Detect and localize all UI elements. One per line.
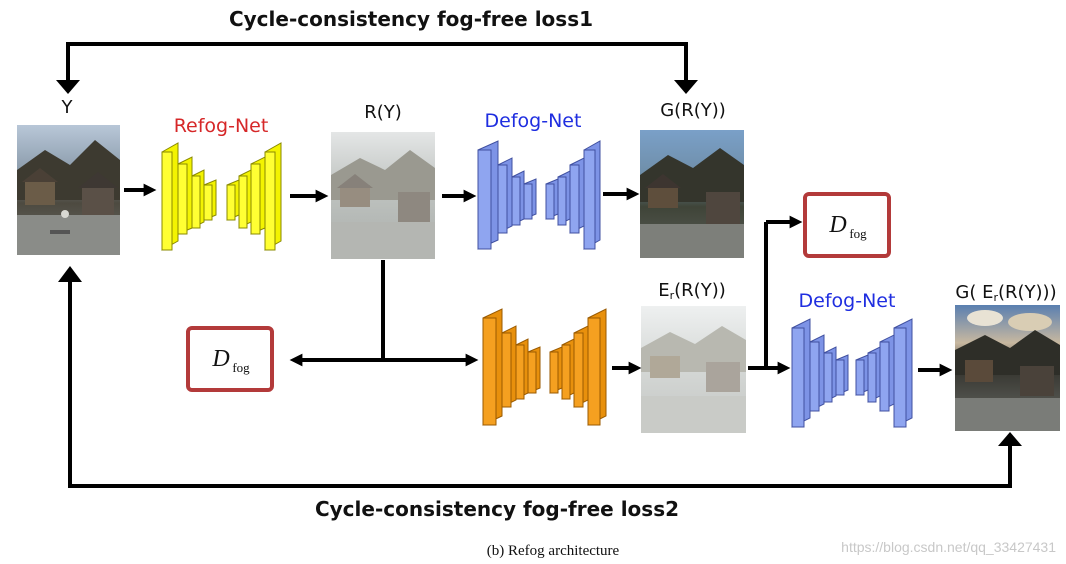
label-refog-net: Refog-Net xyxy=(174,115,269,137)
image-ry xyxy=(331,132,435,259)
label-gry: G(R(Y)) xyxy=(660,100,726,121)
loss2-loop xyxy=(68,278,1012,488)
discriminator-left: D fog xyxy=(186,326,274,392)
label-defog-net-top: Defog-Net xyxy=(485,110,582,132)
image-gry xyxy=(640,130,744,258)
label-defog-net-bottom: Defog-Net xyxy=(799,290,896,312)
ry-branch xyxy=(289,260,479,367)
title-loss2: Cycle-consistency fog-free loss2 xyxy=(315,497,679,521)
loss1-loop-line xyxy=(66,42,688,84)
loss1-arrow-gry xyxy=(674,80,698,94)
loss2-arrow-gery xyxy=(998,432,1022,446)
loss2-arrow-y xyxy=(58,266,82,282)
label-ry: R(Y) xyxy=(364,102,402,123)
image-ery xyxy=(641,306,746,433)
discriminator-top: D fog xyxy=(803,192,891,258)
er-net-block xyxy=(482,308,607,426)
label-y: Y xyxy=(61,97,74,118)
svg-text:fog: fog xyxy=(849,226,867,241)
ery-branch xyxy=(748,215,803,375)
loss1-arrow-y xyxy=(56,80,80,94)
flow-arrows xyxy=(124,183,953,377)
label-ery: Er(R(Y)) xyxy=(658,280,726,302)
caption: (b) Refog architecture xyxy=(487,543,620,559)
defog-net-bottom-block xyxy=(791,318,913,428)
title-loss1: Cycle-consistency fog-free loss1 xyxy=(229,7,593,31)
defog-net-top-block xyxy=(477,140,601,250)
watermark: https://blog.csdn.net/qq_33427431 xyxy=(841,539,1056,555)
svg-text:fog: fog xyxy=(232,360,250,375)
svg-text:D: D xyxy=(211,346,229,372)
label-gery: G( Er(R(Y))) xyxy=(955,282,1056,304)
refog-net-block xyxy=(161,142,282,251)
image-y xyxy=(17,125,120,255)
svg-text:D: D xyxy=(828,212,846,238)
image-gery xyxy=(955,305,1060,431)
